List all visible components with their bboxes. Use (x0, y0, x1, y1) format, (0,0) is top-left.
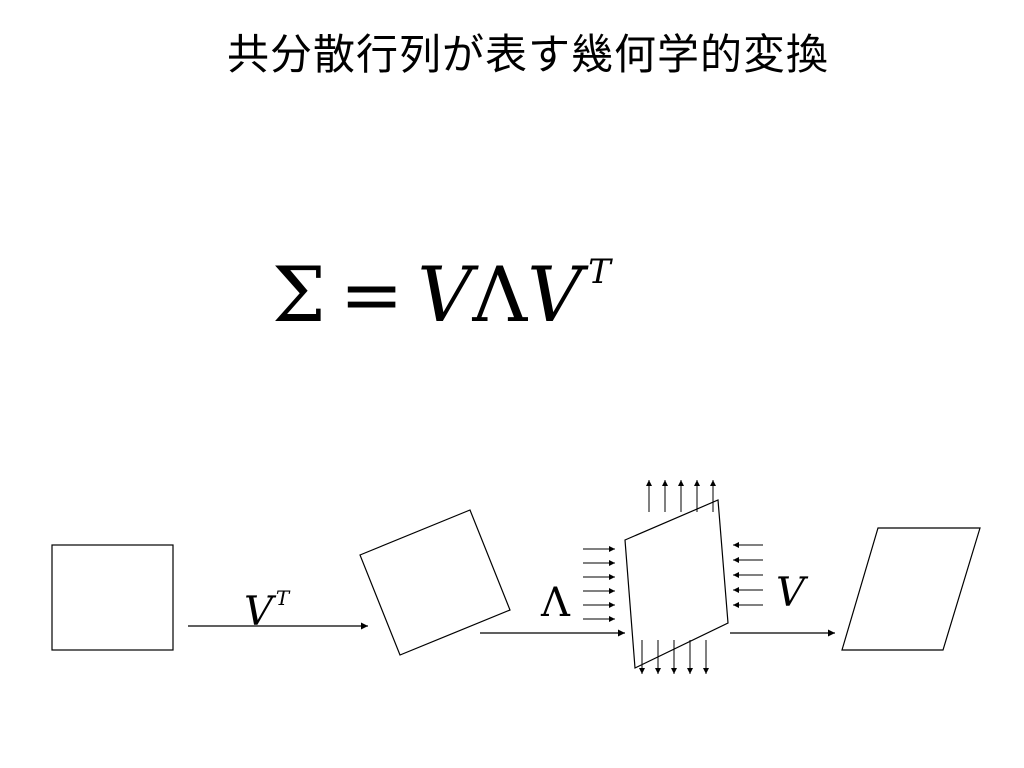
original-square (51, 544, 174, 651)
label-v: V (776, 570, 805, 616)
formula-transpose-superscript: T (588, 252, 611, 292)
scale-arrows-left (733, 542, 763, 608)
final-parallelogram (841, 527, 981, 651)
label-lambda: Λ (541, 580, 570, 626)
scale-arrows-down (639, 640, 709, 674)
rotated-square (359, 509, 511, 656)
scaled-quadrilateral (624, 499, 729, 669)
equals-sign: = (339, 250, 404, 339)
slide-title: 共分散行列が表す幾何学的変換 (226, 30, 829, 79)
formula-v-transpose: V (527, 250, 583, 339)
scale-arrows-right (583, 546, 615, 622)
formula-lambda: Λ (472, 250, 528, 339)
formula-v: V (417, 250, 473, 339)
sigma-symbol: Σ (272, 250, 326, 339)
scale-arrows-up (646, 480, 716, 512)
